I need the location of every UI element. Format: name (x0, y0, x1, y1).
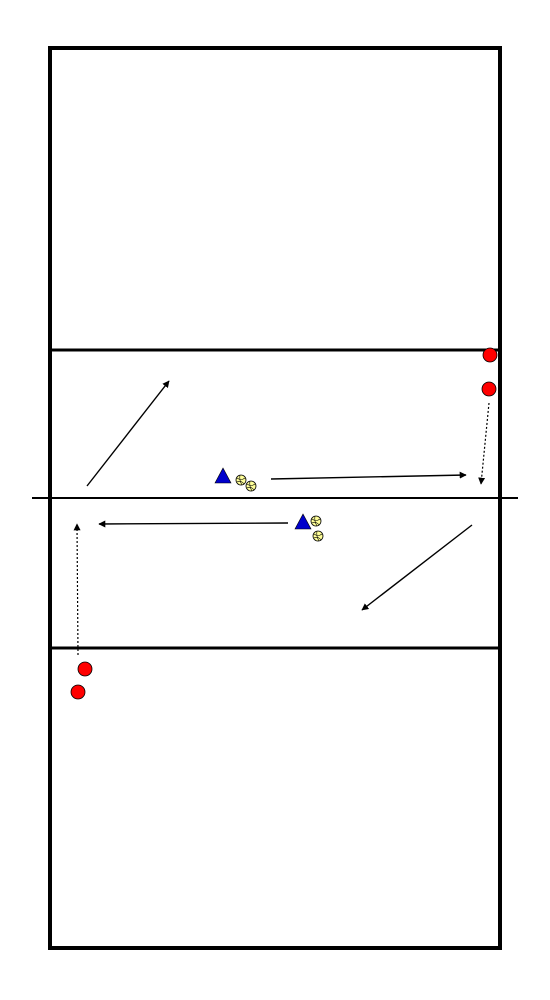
player-marker (70, 684, 86, 700)
volleyball-icon (245, 480, 257, 492)
coach-marker (214, 467, 232, 484)
run-path-arrow (73, 523, 81, 656)
player-marker (482, 347, 498, 363)
player-marker (481, 381, 497, 397)
ball-path-arrow (270, 471, 467, 480)
volleyball-icon (235, 474, 247, 486)
movement-arrow (86, 380, 170, 487)
movement-arrow (361, 524, 473, 611)
volleyball-icon (312, 530, 324, 542)
player-marker (77, 661, 93, 677)
run-path-arrow (478, 402, 490, 485)
coach-marker (294, 513, 312, 530)
ball-path-arrow (98, 520, 289, 528)
volleyball-icon (310, 515, 322, 527)
